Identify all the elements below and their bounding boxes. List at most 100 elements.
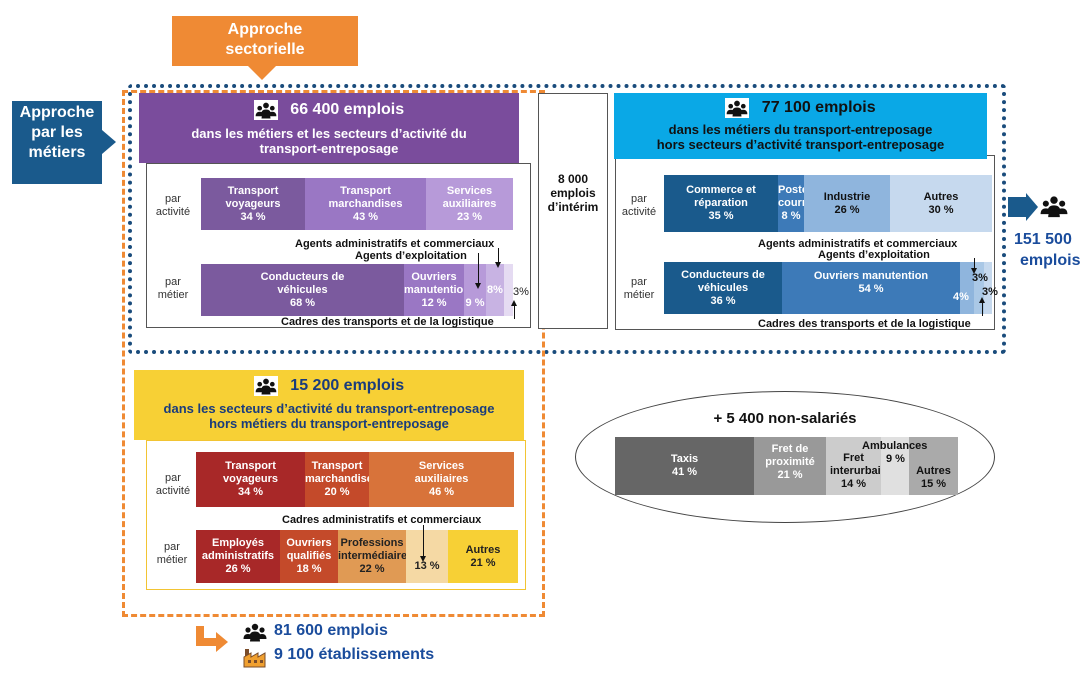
yellow-header: 15 200 emplois dans les secteurs d’activ… — [134, 370, 524, 440]
purple-header: 66 400 emplois dans les métiers et les s… — [139, 93, 519, 163]
footer-etabl: 9 100 établissements — [274, 646, 435, 663]
approach-sector-arrow — [248, 66, 276, 80]
blue-seg-poste: Poste courrier8 % — [778, 175, 804, 232]
interim-label: 8 000 emplois d’intérim — [547, 172, 599, 214]
yellow-count: 15 200 emplois — [290, 377, 405, 395]
purple-arrow-line-3 — [514, 305, 515, 319]
blue-desc2: hors secteurs d’activité transport-entre… — [656, 137, 945, 152]
nonsal-ambulances-name: Ambulances — [862, 440, 928, 452]
nonsal-seg-ambulances — [881, 437, 909, 495]
total-arrow-head — [1026, 193, 1038, 221]
purple-pct-3: 3% — [513, 286, 529, 298]
yellow-row1-label: par activité — [155, 472, 191, 497]
approach-sector-box: Approche sectorielle — [172, 16, 358, 66]
yellow-arrow-line — [423, 525, 424, 557]
total-value: 151 500 — [1014, 231, 1072, 248]
purple-seg-3 — [504, 264, 513, 316]
blue-note-cadres: Cadres des transports et de la logistiqu… — [758, 318, 971, 330]
yellow-seg-13: 13 % — [406, 530, 448, 583]
purple-row2-label: par métier — [157, 276, 189, 301]
total-arrow — [1008, 197, 1028, 217]
purple-arrow-head-2 — [495, 262, 501, 268]
blue-arrow-line-1 — [974, 258, 975, 270]
purple-note-admin: Agents administratifs et commerciaux — [295, 238, 495, 250]
nonsal-ambulances-pct: 9 % — [886, 453, 905, 465]
purple-desc: dans les métiers et les secteurs d’activ… — [191, 126, 467, 156]
people-icon — [1040, 194, 1068, 218]
purple-seg-9: 9 % — [464, 264, 486, 316]
blue-seg-4 — [960, 262, 974, 314]
blue-header: 77 100 emplois dans les métiers du trans… — [614, 93, 987, 159]
blue-seg-3b — [984, 262, 992, 314]
footer-arrow-stem — [196, 626, 204, 646]
yellow-seg-marchandises: Transport marchandises20 % — [305, 452, 369, 507]
blue-row1-label: par activité — [621, 193, 657, 218]
purple-arrow-head-1 — [475, 283, 481, 289]
blue-arrow-head-1 — [971, 268, 977, 274]
purple-arrow-line-1 — [478, 253, 479, 283]
blue-note-exploit: Agents d’exploitation — [818, 249, 930, 261]
purple-count: 66 400 emplois — [290, 101, 405, 119]
blue-pct-3a: 3% — [972, 272, 988, 284]
nonsal-seg-fret-interurbain: Fret interurbain14 % — [826, 437, 881, 495]
yellow-desc1: dans les secteurs d’activité du transpor… — [163, 401, 495, 416]
blue-pct-4: 4% — [953, 291, 969, 303]
purple-note-exploit: Agents d’exploitation — [355, 250, 467, 262]
blue-arrow-head-2 — [979, 297, 985, 303]
purple-arrow-head-3 — [511, 300, 517, 306]
people-icon — [243, 622, 267, 642]
nonsal-title: + 5 400 non-salariés — [713, 410, 857, 427]
blue-pct-3b: 3% — [982, 286, 998, 298]
yellow-desc2: hors métiers du transport-entreposage — [209, 416, 449, 431]
purple-arrow-line-2 — [498, 248, 499, 264]
footer-arrow-bar — [196, 638, 218, 646]
approach-trades-arrow — [102, 130, 116, 154]
footer-arrow-head — [216, 632, 228, 652]
people-icon — [725, 98, 750, 118]
blue-count: 77 100 emplois — [761, 99, 876, 117]
blue-desc1: dans les métiers du transport-entreposag… — [668, 122, 933, 137]
approach-trades-box: Approche par les métiers — [12, 101, 102, 184]
approach-sector-label: Approche sectorielle — [225, 21, 305, 58]
purple-row1-label: par activité — [155, 193, 191, 218]
factory-icon — [243, 649, 266, 668]
interim-box — [538, 93, 608, 329]
people-icon — [253, 100, 278, 120]
purple-note-cadres: Cadres des transports et de la logistiqu… — [281, 316, 494, 328]
purple-seg-8: 8% — [486, 264, 504, 316]
blue-seg-3a — [974, 262, 984, 314]
blue-row2-label: par métier — [623, 276, 655, 301]
footer-emplois: 81 600 emplois — [274, 622, 388, 639]
trades-dotted-frame — [128, 84, 1006, 354]
approach-trades-label: Approche par les métiers — [19, 104, 95, 161]
total-unit: emplois — [1020, 252, 1081, 269]
blue-note-admin: Agents administratifs et commerciaux — [758, 238, 958, 250]
yellow-note-cadres: Cadres administratifs et commerciaux — [282, 514, 482, 526]
people-icon — [253, 376, 278, 396]
yellow-row2-label: par métier — [156, 541, 188, 566]
